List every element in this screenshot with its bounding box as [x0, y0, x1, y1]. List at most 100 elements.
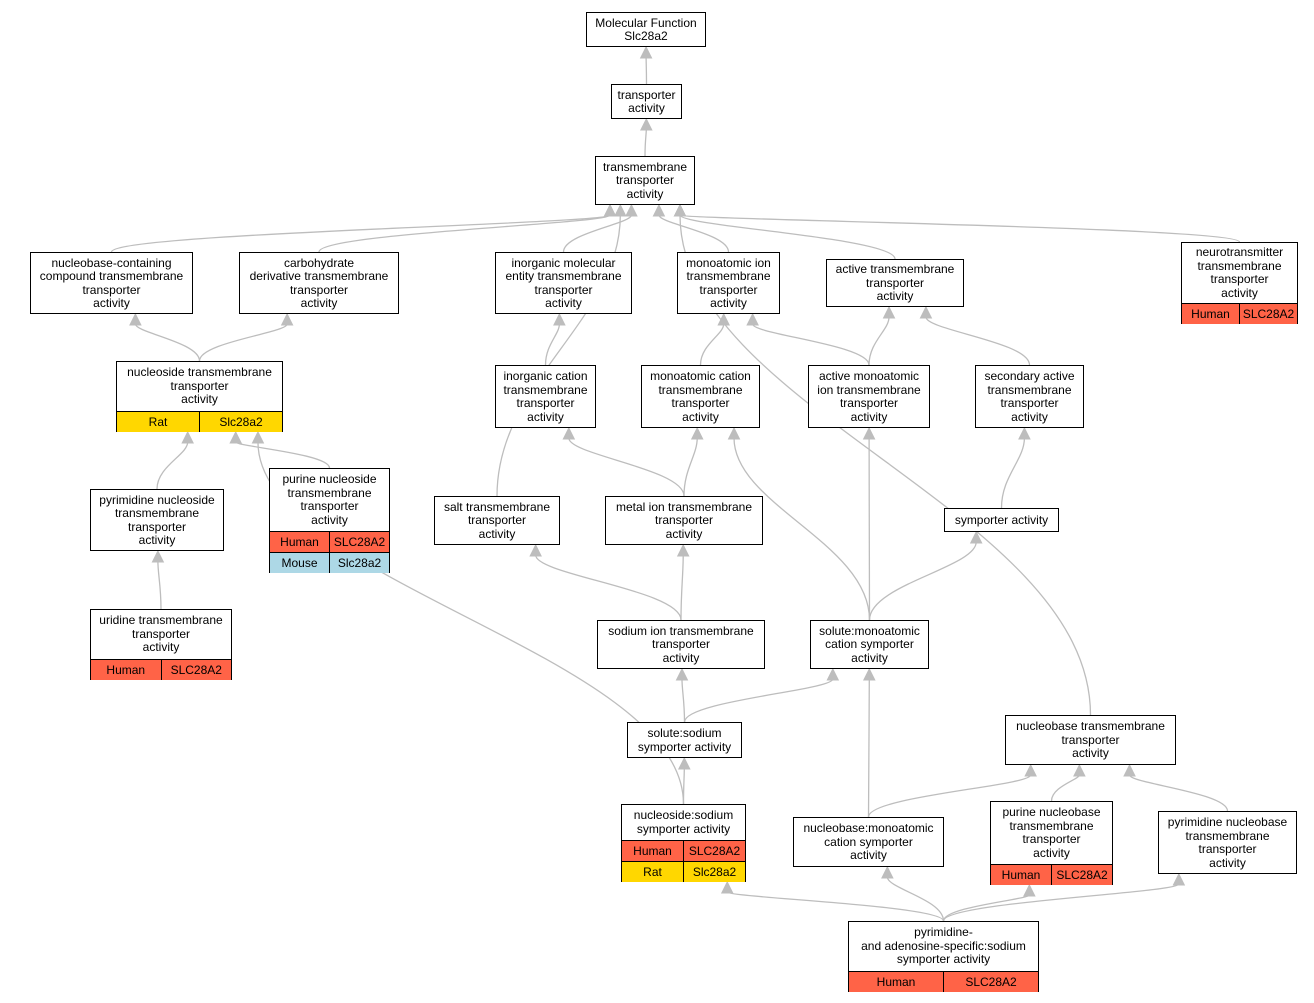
edge-line	[318, 214, 611, 253]
edge-line	[683, 437, 698, 497]
edge-line	[699, 323, 725, 366]
go-term-label: nucleobase-containing compound transmemb…	[39, 255, 184, 310]
go-term-label: pyrimidine nucleobase transmembrane tran…	[1167, 815, 1288, 870]
edge-arrowhead	[677, 756, 691, 770]
edge-arrowhead	[529, 543, 542, 557]
go-term-label: inorganic molecular entity transmembrane…	[505, 255, 622, 310]
go-term-node: salt transmembrane transporter activity	[434, 496, 560, 545]
edge-arrowhead	[129, 312, 142, 326]
edge-line	[751, 323, 870, 366]
edge-arrowhead	[717, 312, 731, 326]
edge-arrowhead	[675, 667, 689, 681]
go-term-node: secondary active transmembrane transport…	[975, 365, 1084, 428]
go-term-label: secondary active transmembrane transport…	[984, 369, 1075, 424]
edge-line	[680, 554, 684, 621]
go-term-label: Molecular Function Slc28a2	[595, 15, 697, 43]
edge-line	[134, 323, 201, 362]
edge-arrowhead	[862, 667, 876, 681]
go-term-node: active monoatomic ion transmembrane tran…	[808, 365, 930, 428]
species-cell: Rat	[643, 865, 662, 879]
edge-arrowhead	[1024, 763, 1037, 777]
go-term-label: nucleoside transmembrane transporter act…	[127, 365, 272, 407]
go-term-label: nucleobase:monoatomic cation symporter a…	[803, 821, 934, 863]
edge-arrowhead	[553, 312, 566, 326]
go-term-node: inorganic molecular entity transmembrane…	[495, 252, 632, 314]
edge-arrowhead	[690, 426, 704, 440]
annotation-row: Mouse Slc28a2	[270, 552, 389, 573]
edge-line	[157, 560, 162, 610]
edge-arrowhead	[746, 312, 759, 326]
edge-line	[544, 323, 561, 366]
go-term-label: active monoatomic ion transmembrane tran…	[817, 369, 921, 424]
go-term-node: solute:monoatomic cation symporter activ…	[810, 620, 929, 669]
go-term-node: nucleobase transmembrane transporter act…	[1005, 715, 1176, 765]
edge-line	[867, 774, 1032, 818]
go-term-node: transmembrane transporter activity	[595, 156, 695, 205]
go-term-label: pyrimidine- and adenosine-specific:sodiu…	[861, 925, 1026, 967]
gene-cell: SLC28A2	[943, 972, 1038, 992]
edge-line	[733, 437, 871, 621]
go-term-label: symporter activity	[954, 512, 1049, 527]
edge-arrowhead	[625, 203, 638, 217]
edge-arrowhead	[640, 117, 653, 131]
go-term-label: transmembrane transporter activity	[602, 159, 688, 201]
gene-cell: SLC28A2	[1051, 865, 1112, 885]
go-term-node: inorganic cation transmembrane transport…	[495, 365, 596, 428]
edge-line	[235, 441, 331, 469]
go-term-label: purine nucleoside transmembrane transpor…	[282, 472, 377, 527]
edge-line	[682, 767, 685, 805]
edge-arrowhead	[727, 426, 741, 440]
edge-arrowhead	[151, 549, 165, 563]
edge-line	[679, 214, 1241, 243]
edge-arrowhead	[1172, 872, 1186, 886]
go-term-label: neurotransmitter transmembrane transport…	[1195, 245, 1284, 300]
edge-arrowhead	[614, 203, 627, 217]
annotation-row: Human SLC28A2	[991, 864, 1112, 885]
edge-line	[1050, 774, 1081, 802]
go-term-node: symporter activity	[944, 508, 1059, 532]
go-term-label: monoatomic cation transmembrane transpor…	[650, 369, 751, 424]
go-term-node: transporter activity	[611, 84, 682, 119]
go-term-node: sodium ion transmembrane transporter act…	[597, 620, 765, 669]
edge-arrowhead	[280, 312, 294, 326]
go-term-label: uridine transmembrane transporter activi…	[99, 613, 223, 655]
edge-arrowhead	[676, 543, 690, 557]
go-term-node: monoatomic cation transmembrane transpor…	[641, 365, 760, 428]
species-cell: Mouse	[281, 556, 318, 570]
gene-cell: Slc28a2	[329, 553, 389, 573]
edge-arrowhead	[603, 203, 617, 217]
species-cell: Human	[106, 663, 146, 677]
edge-line	[681, 678, 686, 723]
edge-line	[658, 214, 730, 253]
edge-arrowhead	[673, 203, 687, 217]
gene-cell: Slc28a2	[683, 862, 745, 882]
go-term-node: metal ion transmembrane transporter acti…	[605, 496, 763, 545]
go-term-node: monoatomic ion transmembrane transporter…	[677, 252, 780, 314]
gene-cell: SLC28A2	[329, 532, 389, 552]
species-cell: Human	[633, 844, 672, 858]
edge-arrowhead	[919, 305, 933, 319]
go-term-node: nucleobase-containing compound transmemb…	[30, 252, 193, 314]
gene-cell: SLC28A2	[1239, 304, 1297, 324]
edge-arrowhead	[181, 430, 194, 444]
go-term-label: transporter activity	[617, 87, 676, 115]
edge-arrowhead	[862, 426, 876, 440]
go-term-label: solute:sodium symporter activity	[637, 726, 732, 754]
edge-line	[925, 316, 1031, 366]
go-term-node: pyrimidine nucleobase transmembrane tran…	[1158, 811, 1297, 874]
species-cell: Human	[1001, 868, 1041, 882]
edge-line	[942, 894, 1031, 922]
annotation-row: Rat Slc28a2	[622, 861, 745, 882]
go-term-node: pyrimidine- and adenosine-specific:sodiu…	[848, 921, 1039, 992]
go-term-label: pyrimidine nucleoside transmembrane tran…	[99, 492, 215, 547]
edge-arrowhead	[652, 203, 666, 217]
go-term-label: metal ion transmembrane transporter acti…	[615, 499, 753, 541]
go-term-node: pyrimidine nucleoside transmembrane tran…	[90, 489, 224, 551]
go-term-node: nucleoside transmembrane transporter act…	[116, 361, 283, 432]
edge-line	[110, 214, 611, 253]
edge-line	[868, 316, 890, 366]
